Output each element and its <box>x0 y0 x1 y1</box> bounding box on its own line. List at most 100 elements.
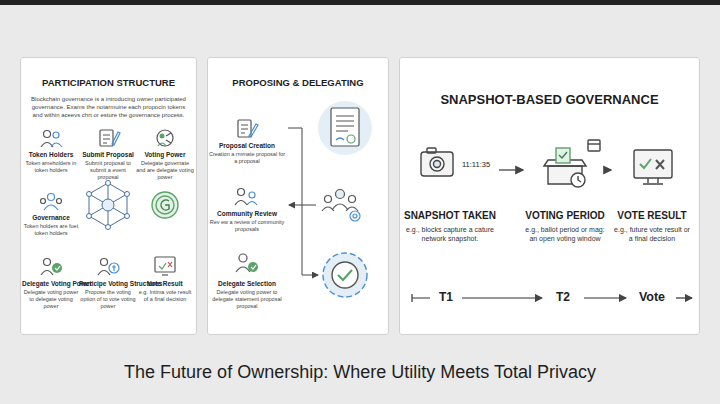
timeline-label: Vote <box>636 290 668 304</box>
item-box: Delegate SelectionDelegate voting power … <box>208 280 286 310</box>
item-description: Delegate voting power to delegate voting… <box>22 289 80 310</box>
panel-cards-part <box>399 57 700 335</box>
item-box: Vote Resulte.g. Intima vote result of a … <box>136 280 194 303</box>
flow-lines-part <box>288 128 318 275</box>
stage-description: e.g., blocks capture a cature network sn… <box>402 225 498 243</box>
governance-icon-part <box>57 199 62 204</box>
panel-card: SNAPSHOT-BASED GOVERNANCESNAPSHOT TAKENe… <box>399 57 700 335</box>
network-hub-icon-part <box>125 192 130 197</box>
ballot-box-icon-part <box>559 152 567 158</box>
ballot-box-icon-part <box>578 176 581 182</box>
network-hub-icon-part <box>106 225 111 230</box>
token-holders-icon-part <box>51 143 62 147</box>
stage-heading: VOTING PERIOD <box>524 210 606 221</box>
timeline-part <box>584 297 626 298</box>
item-box: Delegate Voting PowerDelegate voting pow… <box>22 280 80 310</box>
selection-icon-part <box>239 254 247 262</box>
network-hub-icon-part <box>87 214 92 219</box>
community-illustration-part <box>336 190 345 199</box>
participate-icon-part <box>98 271 110 276</box>
stage-heading: VOTE RESULT <box>612 210 692 221</box>
governance-icon-part <box>48 194 55 201</box>
item-heading: Community Review <box>208 210 286 218</box>
caption: The Future of Ownership: Where Utility M… <box>0 362 720 383</box>
review-icon-part <box>249 192 255 198</box>
vote-result-icon <box>155 257 175 275</box>
item-description: Delegate voting power to delegate statem… <box>208 289 286 310</box>
item-heading: Delegate Selection <box>208 280 286 288</box>
network-hub-icon-part <box>125 214 130 219</box>
approval-illustration-part <box>338 270 352 280</box>
token-holders-icon-part <box>53 132 59 138</box>
vote-result-icon-part <box>159 263 166 269</box>
item-box: Community ReviewRev ew a review of commu… <box>208 210 286 233</box>
approval-illustration <box>323 253 367 297</box>
governance-icon <box>41 194 62 211</box>
timeline-part <box>412 294 430 302</box>
ballot-box-icon-part <box>571 173 585 187</box>
monitor-icon-part <box>656 160 664 169</box>
vote-result-icon-part <box>168 262 172 267</box>
review-icon-part <box>238 189 245 196</box>
network-hub-icon-part <box>106 181 111 186</box>
stage-box: VOTING PERIODe.g., ballot period or mag:… <box>524 132 606 243</box>
document-illustration-part <box>336 116 354 131</box>
delegate-icon <box>41 259 62 276</box>
item-box: Submit ProposalSubmit proposal to submit… <box>79 151 137 181</box>
network-hub-icon-part <box>87 192 92 197</box>
ballot-box-icon-part <box>588 140 600 151</box>
review-icon <box>235 189 257 206</box>
flow-arrow <box>607 169 611 170</box>
item-description: Rev ew a review of community proposals <box>208 219 286 233</box>
timeline-part <box>676 297 692 298</box>
governance-icon-part <box>44 205 58 210</box>
item-box: Proposal CreationCreation a rmmate propo… <box>208 142 286 165</box>
item-box: GovernanceToken holders are fuet token h… <box>22 214 80 237</box>
panel-title: SNAPSHOT-BASED GOVERNANCE <box>406 92 693 107</box>
community-illustration <box>322 190 360 222</box>
network-hub-icon <box>87 181 130 230</box>
voting-power-icon-part <box>157 130 173 146</box>
governance-icon-part <box>41 199 46 204</box>
review-icon-part <box>247 202 257 206</box>
document-illustration-part <box>347 135 355 143</box>
delegate-icon-part <box>55 266 60 270</box>
participate-icon-part <box>101 259 108 266</box>
voting-power-icon-part <box>166 133 171 143</box>
community-illustration-part <box>332 204 348 210</box>
flow-arrow <box>499 169 523 170</box>
community-illustration-part <box>350 211 360 221</box>
submit-proposal-icon <box>100 130 120 146</box>
ballot-box-icon <box>544 140 600 187</box>
network-hub-icon-part <box>89 183 127 227</box>
token-holders-icon <box>41 131 62 148</box>
participate-icon-part <box>109 263 119 273</box>
voting-power-icon-part <box>160 134 165 139</box>
document-illustration-part <box>331 108 359 146</box>
submit-proposal-icon-part <box>100 130 113 146</box>
panel-card: PROPOSING & DELEGATING Proposal CreationC… <box>207 57 389 335</box>
flow-lines <box>288 128 318 275</box>
ballot-box-icon-part <box>588 143 600 144</box>
community-illustration-part <box>346 207 358 211</box>
stage-box: VOTE RESULTe.g., future vote result or a… <box>612 132 692 243</box>
item-heading: Delegate Voting Power <box>22 280 80 288</box>
item-box: Token HoldersToken ameholders in token h… <box>22 151 80 174</box>
token-coin-icon-part <box>156 196 174 214</box>
participate-icon <box>98 259 119 276</box>
timeline-part <box>462 297 542 298</box>
item-description: e.g. Intima vote result of a final decis… <box>136 289 194 303</box>
panel-title: PROPOSING & DELEGATING <box>214 77 382 88</box>
panel-cards <box>20 57 700 335</box>
item-description: Token ameholders in token holders <box>22 160 80 174</box>
approval-illustration-part <box>323 253 367 297</box>
camera-icon-part <box>434 161 441 168</box>
monitor-icon-part <box>643 178 663 184</box>
item-description: Token holders are fuet token holders <box>22 223 80 237</box>
item-description: Propose the voting option of to vote vot… <box>79 289 137 310</box>
proposal-icon <box>238 120 258 137</box>
token-holders-icon-part <box>44 131 51 138</box>
panel-cards-part <box>20 57 197 335</box>
selection-icon <box>236 254 258 272</box>
